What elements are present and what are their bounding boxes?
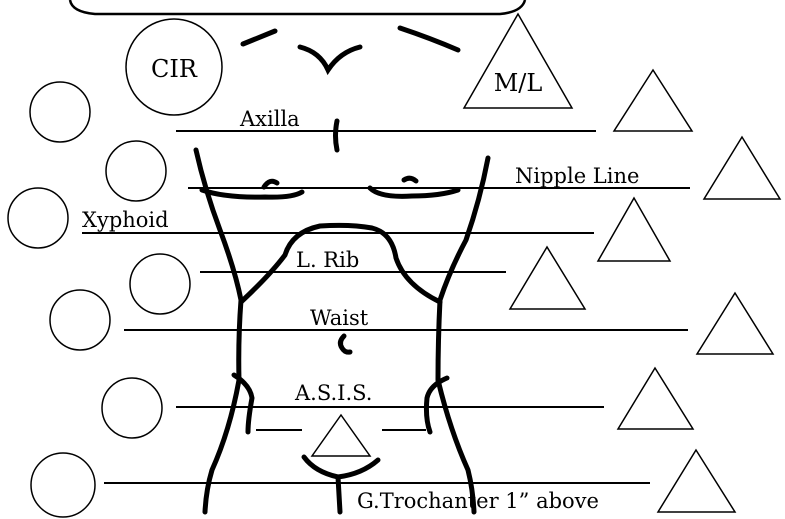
ml-header-label: M/L bbox=[494, 69, 543, 97]
waist-triangle[interactable] bbox=[697, 293, 773, 354]
label-axilla: Axilla bbox=[239, 107, 300, 131]
cir-header-label: CIR bbox=[151, 55, 198, 83]
label-lower-rib: L. Rib bbox=[296, 248, 359, 272]
trochanter-triangle[interactable] bbox=[658, 450, 735, 512]
asis-triangle[interactable] bbox=[618, 368, 693, 429]
xyphoid-circle[interactable] bbox=[8, 188, 68, 248]
xyphoid-triangle[interactable] bbox=[598, 198, 670, 261]
trochanter-circle[interactable] bbox=[31, 453, 95, 517]
asis-circle[interactable] bbox=[102, 378, 162, 438]
label-trochanter: G.Trochanter 1” above bbox=[357, 489, 599, 513]
label-xyphoid: Xyphoid bbox=[82, 208, 169, 232]
nipple-triangle[interactable] bbox=[704, 137, 780, 199]
label-nipple-line: Nipple Line bbox=[515, 164, 639, 188]
lower-rib-circle[interactable] bbox=[130, 254, 190, 314]
nipple-circle[interactable] bbox=[106, 141, 166, 201]
axilla-circle[interactable] bbox=[30, 82, 90, 142]
lower-rib-triangle[interactable] bbox=[510, 247, 585, 309]
axilla-triangle[interactable] bbox=[614, 70, 692, 131]
label-asis: A.S.I.S. bbox=[294, 381, 372, 405]
circumference-circles bbox=[8, 82, 190, 517]
label-waist: Waist bbox=[310, 306, 369, 330]
clavicle-strokes bbox=[243, 28, 458, 70]
center-asis-triangle[interactable] bbox=[312, 415, 370, 456]
midline-triangles bbox=[312, 70, 780, 512]
waist-circle[interactable] bbox=[50, 290, 110, 350]
top-frame bbox=[70, 0, 525, 14]
